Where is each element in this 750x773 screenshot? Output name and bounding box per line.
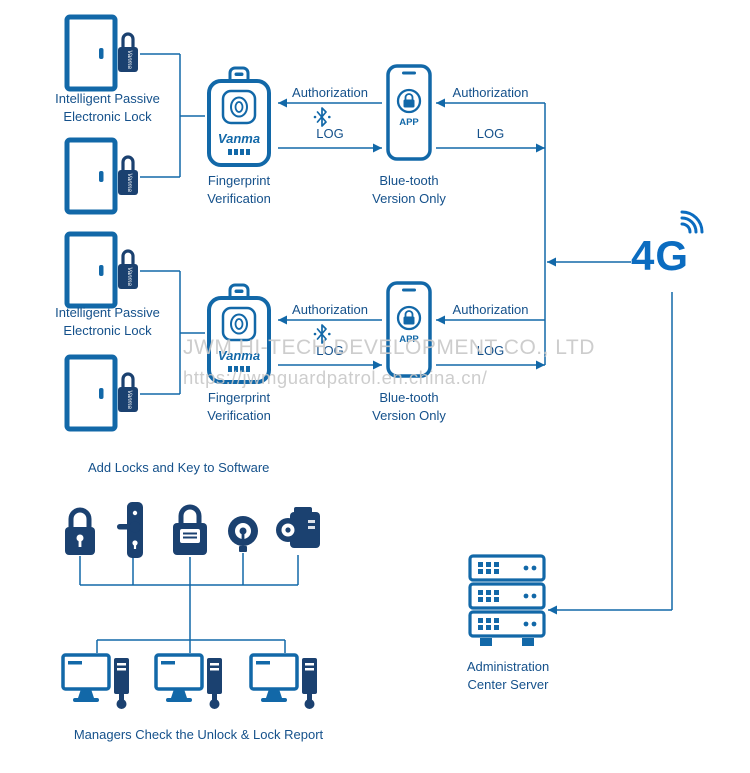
authorization-label: Authorization [452,302,529,317]
cam-lock-icon [274,506,322,561]
fingerprint-device-icon: Vanma [205,283,273,390]
app-label-text: APP [399,334,419,345]
smart-padlock-icon [171,502,209,563]
fingerprint-device-icon: Vanma [205,66,273,173]
intelligent-lock-label: Intelligent Passive Electronic Lock [55,305,160,338]
padlock-icon: Vanma [116,151,140,202]
admin-server-label: Administration Center Server [466,659,550,692]
device-brand-text: Vanma [218,131,260,146]
smartphone-icon: APP [386,64,432,166]
log-label: LOG [476,343,505,358]
add-locks-label: Add Locks and Key to Software [88,460,270,475]
padlock-brand-text: Vanma [126,267,132,286]
padlock-brand-text: Vanma [126,50,132,69]
authorization-label: Authorization [292,302,368,317]
authorization-label: Authorization [452,85,529,100]
app-label-text: APP [399,117,419,128]
server-icon [468,554,546,655]
signal-waves-icon [679,205,707,240]
bluetooth-icon [313,323,331,350]
4g-label: 4G [631,232,690,279]
managers-report-label: Managers Check the Unlock & Lock Report [73,727,324,742]
fingerprint-sensor-icon [221,89,257,125]
bluetooth-icon [313,106,331,133]
log-label: LOG [476,126,505,141]
fingerprint-sensor-icon [221,306,257,342]
padlock-brand-text: Vanma [126,390,132,409]
app-lock-icon [396,305,422,331]
door-icon [64,354,118,437]
bluetooth-version-label: Blue-tooth Version Only [372,390,446,423]
device-brand-text: Vanma [218,348,260,363]
computer-icon [154,652,226,717]
padlock-solid-icon [62,504,98,563]
door-lock-plate-icon [116,500,150,565]
door-icon [64,231,118,314]
app-lock-icon [396,88,422,114]
padlock-icon: Vanma [116,368,140,419]
intelligent-lock-label: Intelligent Passive Electronic Lock [55,91,160,124]
disc-lock-icon [226,512,260,559]
log-label: LOG [316,343,344,358]
bluetooth-version-label: Blue-tooth Version Only [372,173,446,206]
authorization-label: Authorization [292,85,368,100]
door-icon [64,137,118,220]
padlock-icon: Vanma [116,28,140,79]
fingerprint-verification-label: Fingerprint Verification [207,390,271,423]
padlock-brand-text: Vanma [126,173,132,192]
padlock-icon: Vanma [116,245,140,296]
log-label: LOG [316,126,344,141]
door-icon [64,14,118,97]
smartphone-icon: APP [386,281,432,383]
arrowheads [278,98,557,615]
computer-icon [61,652,133,717]
computer-icon [249,652,321,717]
fingerprint-verification-label: Fingerprint Verification [207,173,271,206]
